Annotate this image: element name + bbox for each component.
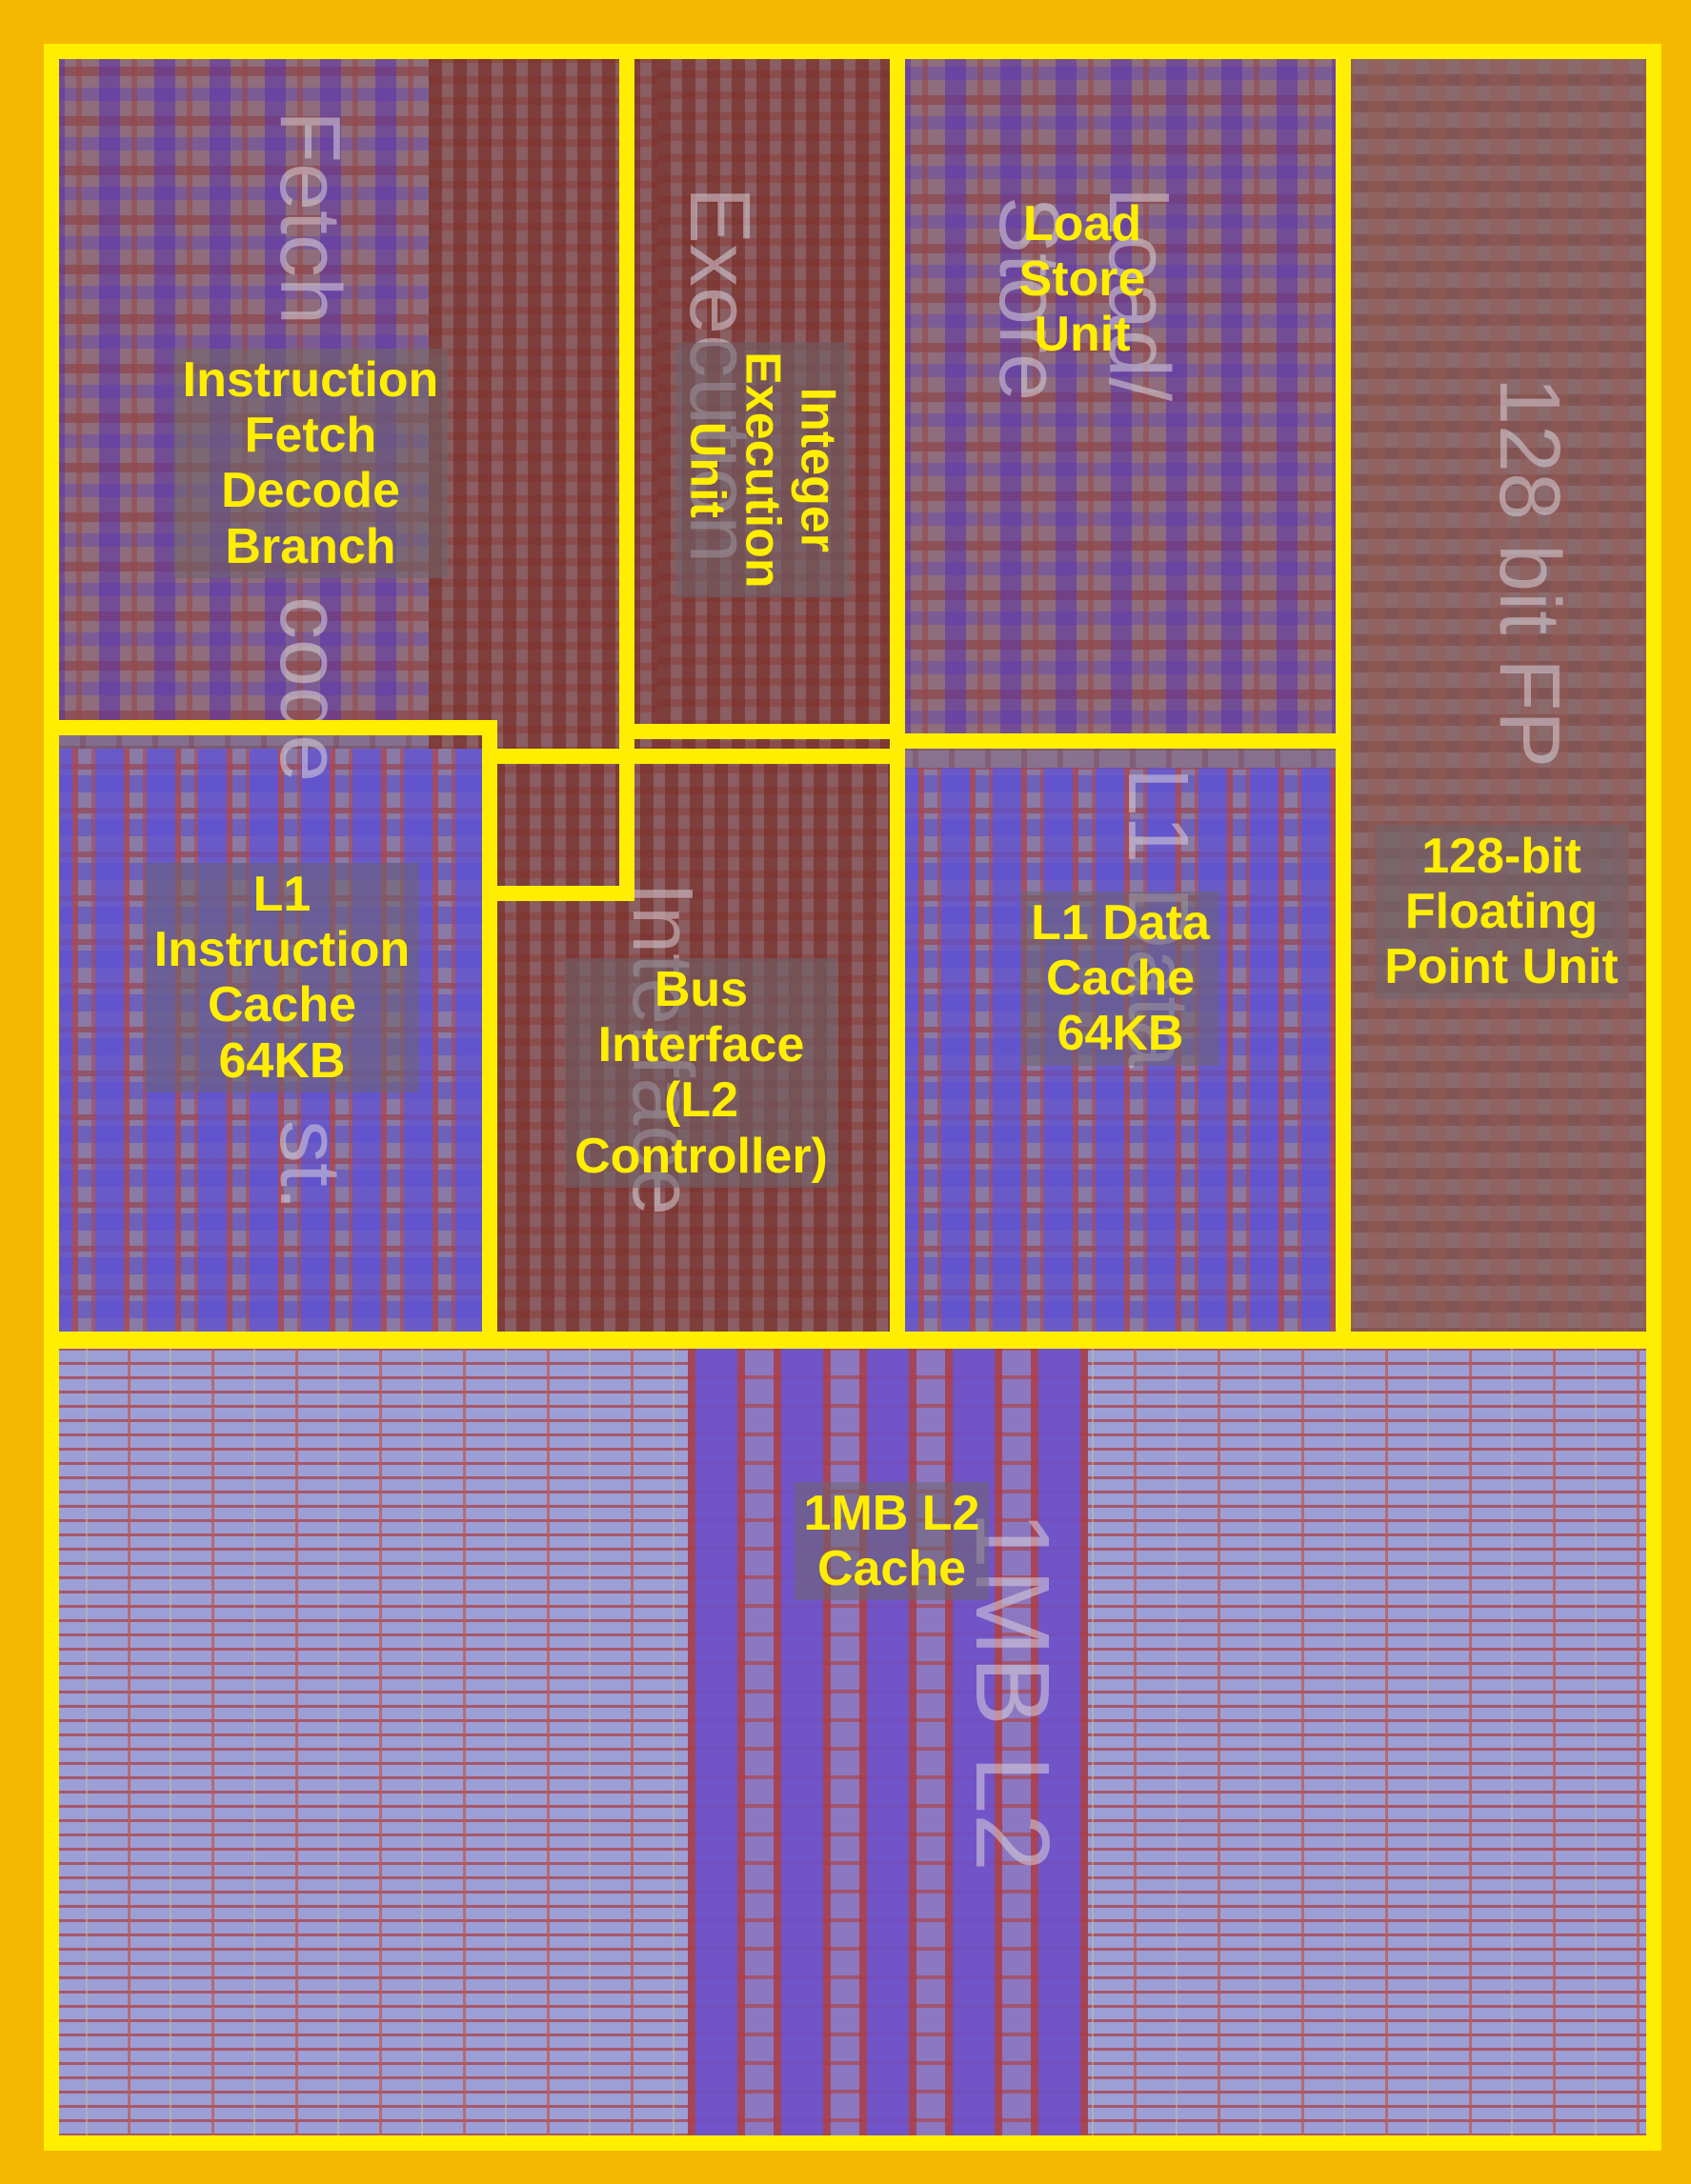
label-integer-exec-line3: Unit	[678, 421, 735, 518]
label-fetch-decode-line3: Decode	[221, 463, 400, 519]
label-l1d: L1 Data Cache 64KB	[930, 892, 1311, 1066]
label-fpu-line3: Point Unit	[1384, 939, 1619, 995]
label-l1i: L1 Instruction Cache 64KB	[91, 863, 473, 1092]
fpu-area	[1338, 44, 1661, 1339]
label-load-store-line3: Unit	[1034, 307, 1131, 363]
l2-center-strip	[688, 1339, 1088, 2151]
label-l1i-line1: L1	[252, 867, 312, 922]
label-load-store-line1: Load	[1022, 196, 1142, 251]
label-bus-line4: Controller)	[574, 1128, 828, 1184]
label-l1d-line3: 64KB	[1057, 1006, 1184, 1062]
label-bus-line1: Bus	[654, 962, 749, 1017]
label-l2-line1: 1MB L2	[803, 1486, 980, 1541]
label-l2-line2: Cache	[816, 1541, 967, 1597]
label-fetch-decode-line4: Branch	[225, 518, 396, 574]
bus-area	[492, 749, 890, 1339]
label-integer-exec: Integer Execution Unit	[674, 298, 850, 641]
label-load-store: Load Store Unit	[930, 196, 1235, 363]
label-l2: 1MB L2 Cache	[692, 1482, 1092, 1601]
label-integer-exec-line2: Execution	[735, 351, 791, 589]
label-l1i-line2: Instruction	[153, 922, 411, 978]
label-l1i-line3: Cache	[207, 977, 357, 1033]
die-photo: Fetch code st. Execution Load/ Store 128…	[44, 44, 1661, 2151]
label-fpu-line1: 128-bit	[1421, 829, 1581, 884]
label-fpu-line2: Floating	[1404, 884, 1599, 940]
fetch-bus-connector-h	[482, 886, 634, 901]
label-bus: Bus Interface (L2 Controller)	[511, 958, 892, 1188]
label-fpu: 128-bit Floating Point Unit	[1330, 825, 1661, 999]
l2-top-line	[44, 1332, 1661, 1349]
label-load-store-line2: Store	[1018, 251, 1146, 308]
label-bus-line3: (L2	[663, 1072, 738, 1129]
load-store-outline	[890, 44, 1351, 749]
label-fetch-decode-line2: Fetch	[244, 408, 377, 464]
label-l1i-line4: 64KB	[218, 1032, 346, 1089]
fpu-outline	[1336, 44, 1661, 1349]
label-l1d-line2: Cache	[1045, 951, 1196, 1007]
label-bus-line2: Interface	[597, 1017, 805, 1073]
label-l1d-line1: L1 Data	[1031, 895, 1210, 951]
label-integer-exec-line1: Integer	[790, 387, 846, 553]
load-store-area	[890, 44, 1338, 749]
label-fetch-decode-line1: Instruction	[182, 352, 439, 408]
label-fetch-decode: Instruction Fetch Decode Branch	[101, 349, 520, 578]
